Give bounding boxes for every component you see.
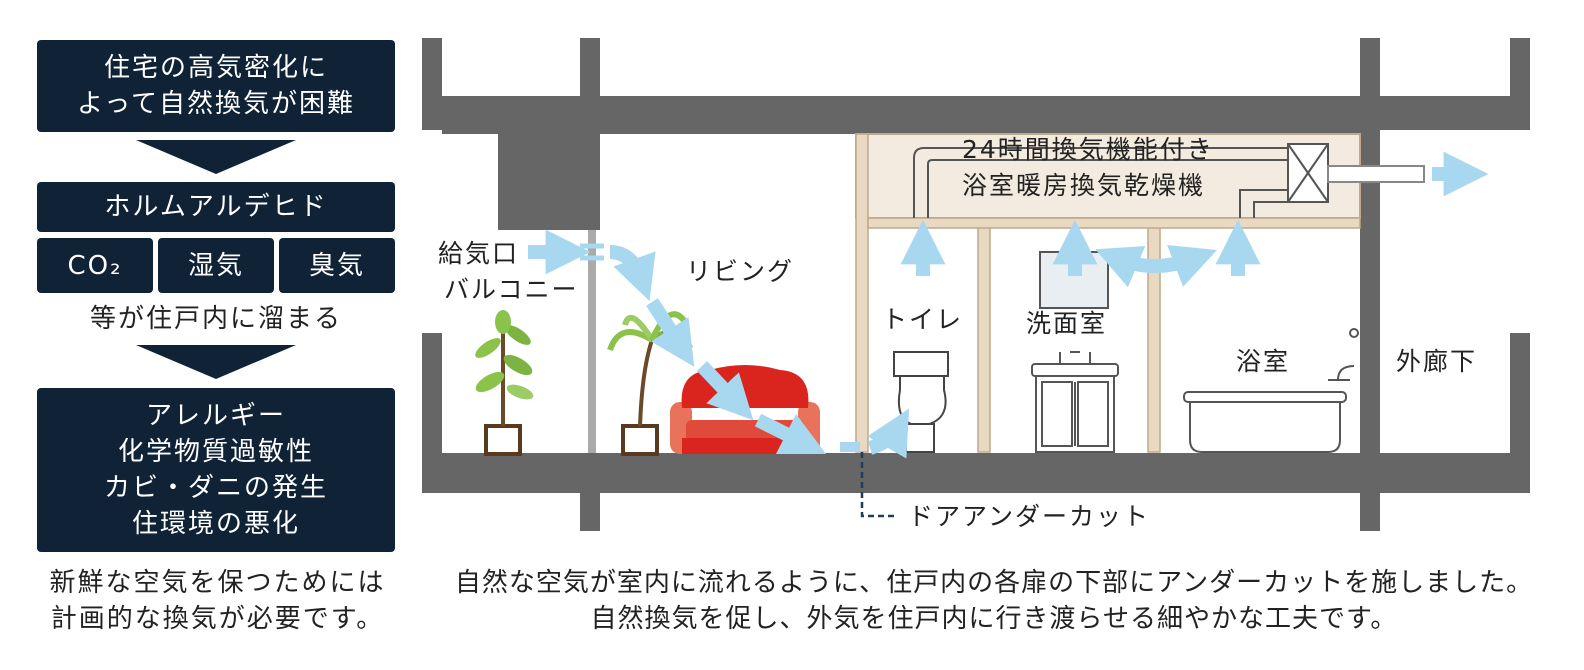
plant-icon	[475, 310, 534, 456]
washroom-label: 洗面室	[1026, 309, 1107, 338]
building-structure	[420, 38, 1530, 531]
undercut-leader	[860, 452, 898, 518]
living-label: リビング	[686, 257, 794, 286]
conclusion-line-2: 計画的な換気が必要です。	[50, 604, 385, 634]
effect-1: アレルギー	[145, 401, 286, 431]
vanity-icon	[1031, 251, 1119, 453]
arrow-down-1	[136, 140, 296, 174]
corridor-label: 外廊下	[1396, 347, 1477, 376]
co2-box: CO₂	[37, 238, 153, 293]
effects-box: アレルギー 化学物質過敏性 カビ・ダニの発生 住環境の悪化	[37, 388, 395, 552]
odor-label: 臭気	[308, 250, 365, 281]
balcony-rail	[588, 230, 596, 453]
ventilation-diagram: 給気口 バルコニー リビング トイレ 洗面室 浴室 外廊下 24時間換気機能付き…	[420, 38, 1530, 531]
bathtub-icon	[1183, 328, 1359, 453]
undercut-label: ドアアンダーカット	[908, 502, 1150, 531]
accumulate-note: 等が住戸内に溜まる	[89, 304, 342, 334]
problem-line-1: 住宅の高気密化に	[103, 53, 328, 83]
problem-box: 住宅の高気密化に よって自然換気が困難	[37, 40, 395, 132]
pollutant-box: ホルムアルデヒド	[37, 182, 395, 232]
intake-label: 給気口	[438, 239, 519, 268]
caption-line-1: 自然な空気が室内に流れるように、住戸内の各扉の下部にアンダーカットを施しました。	[454, 568, 1534, 598]
duct-system	[913, 143, 1425, 218]
toilet-icon	[893, 351, 949, 453]
conclusion-line-1: 新鮮な空気を保つためには	[49, 568, 386, 598]
arrow-down-2	[136, 345, 296, 379]
balcony-label: バルコニー	[444, 275, 579, 304]
pollutant-label: ホルムアルデヒド	[104, 192, 328, 222]
odor-box: 臭気	[279, 238, 395, 293]
co2-label: CO₂	[67, 250, 123, 281]
toilet-label: トイレ	[882, 305, 963, 334]
humidity-label: 湿気	[187, 250, 244, 281]
fan-label-line-1: 24時間換気機能付き	[962, 135, 1214, 164]
effect-4: 住環境の悪化	[131, 509, 300, 539]
humidity-box: 湿気	[158, 238, 274, 293]
problem-line-2: よって自然換気が困難	[77, 89, 355, 119]
effect-2: 化学物質過敏性	[117, 437, 314, 467]
bathroom-label: 浴室	[1236, 347, 1290, 376]
caption-line-2: 自然換気を促し、外気を住戸内に行き渡らせる細やかな工夫です。	[590, 604, 1398, 634]
effect-3: カビ・ダニの発生	[103, 473, 328, 503]
fan-label-line-2: 浴室暖房換気乾燥機	[962, 171, 1205, 200]
airflow-arrows	[528, 151, 1489, 459]
